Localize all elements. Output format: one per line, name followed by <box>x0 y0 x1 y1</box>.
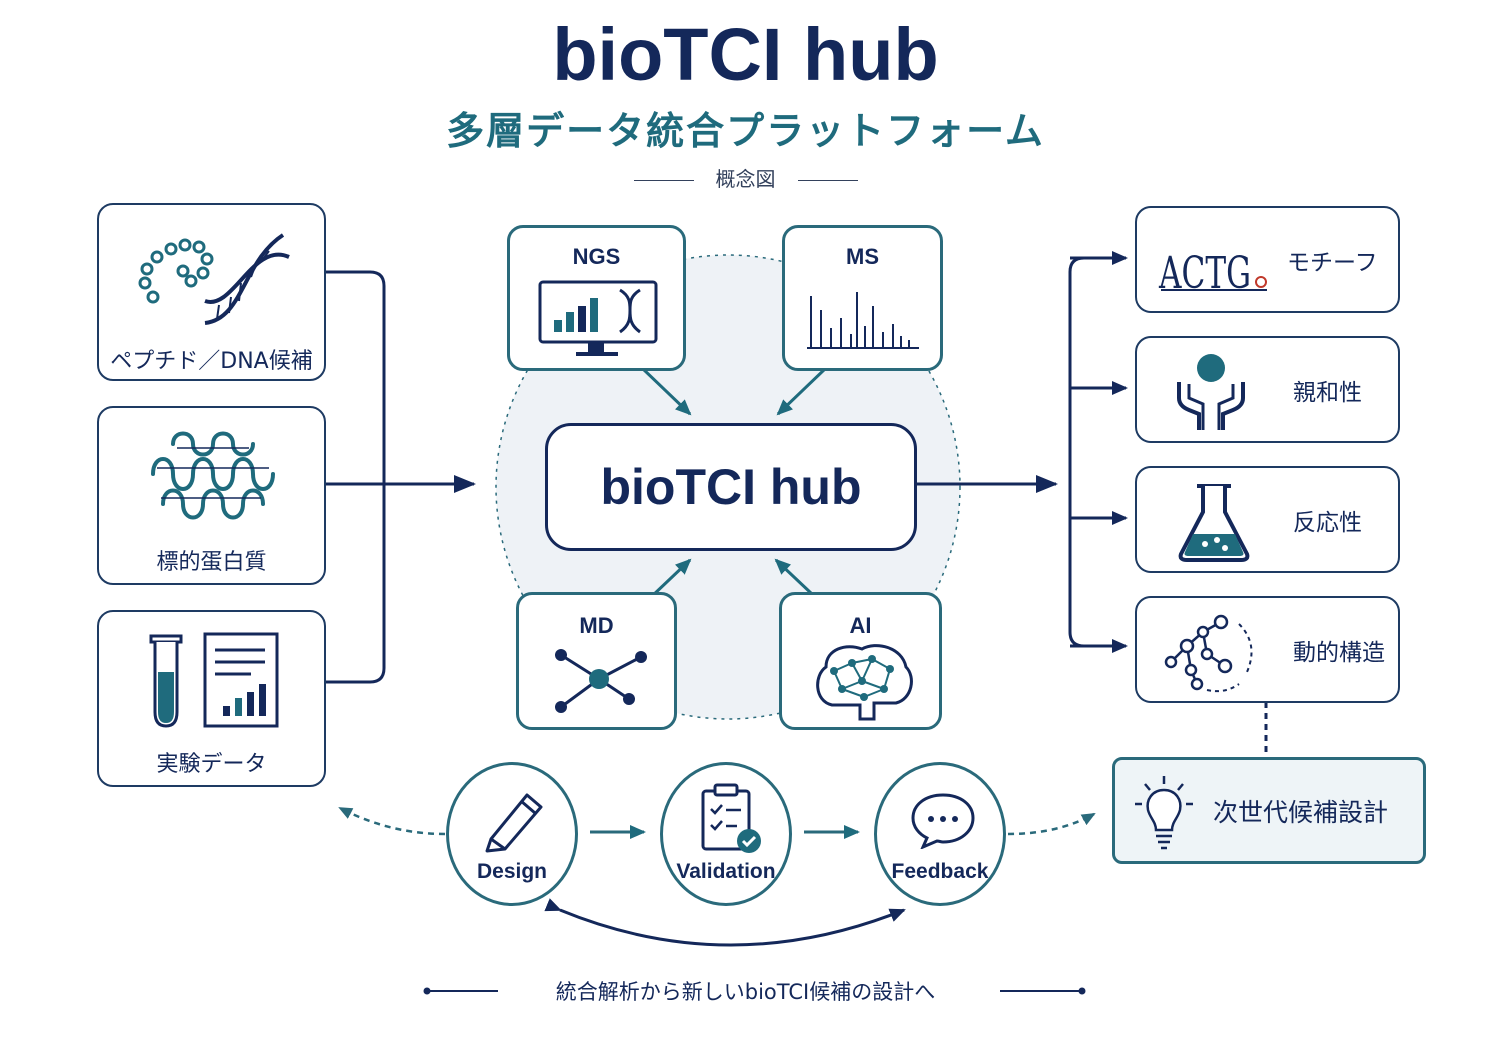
design-to-inputs-dashed-arrow <box>338 806 446 836</box>
tech-label-ngs: NGS <box>572 244 621 269</box>
footer-caption: 統合解析から新しいbioTCI候補の設計へ <box>555 980 936 1004</box>
test-tube-report-icon <box>149 632 279 728</box>
speech-bubble-icon <box>911 793 975 849</box>
output-card-affinity: 親和性 <box>1135 336 1400 443</box>
input-label-target-protein: 標的蛋白質 <box>156 550 267 575</box>
tech-card-ai: AI <box>779 592 942 730</box>
page-subtitle: 多層データ統合プラットフォーム <box>446 109 1045 153</box>
output-card-dynamic-structure: 動的構造 <box>1135 596 1400 703</box>
tech-label-ai: AI <box>849 613 872 638</box>
feedback-to-next-dashed-arrow <box>1007 812 1096 836</box>
cycle-label-validation: Validation <box>676 860 776 883</box>
page-title: bioTCI hub <box>552 13 939 96</box>
next-gen-design-card: 次世代候補設計 <box>1112 757 1426 864</box>
lightbulb-icon <box>1135 776 1193 850</box>
brain-network-icon <box>816 644 913 721</box>
flask-icon <box>1178 484 1250 562</box>
cycle-step-design: Design <box>446 762 578 906</box>
clipboard-check-icon <box>701 783 761 853</box>
output-card-reactivity: 反応性 <box>1135 466 1400 573</box>
tech-card-ngs: NGS <box>507 225 686 371</box>
input-card-experimental-data: 実験データ <box>97 610 326 787</box>
mass-spectrum-icon <box>807 292 919 349</box>
tech-card-ms: MS <box>782 225 943 371</box>
input-collector-line <box>326 270 386 684</box>
cycle-step-validation: Validation <box>660 762 792 906</box>
monitor-sequencing-icon <box>538 280 658 356</box>
cycle-label-design: Design <box>476 860 547 883</box>
peptide-dna-icon <box>138 233 290 325</box>
antibody-binding-icon <box>1177 354 1245 430</box>
output-label-dynamic-structure: 動的構造 <box>1293 639 1385 666</box>
feedback-loop-arrow <box>544 898 906 947</box>
hub-box: bioTCI hub <box>545 423 917 551</box>
caption-text: 概念図 <box>715 167 776 191</box>
cycle-step-feedback: Feedback <box>874 762 1006 906</box>
sequence-logo-icon: ACTG <box>1158 248 1267 292</box>
protein-icon <box>151 431 275 520</box>
input-card-peptide-dna: ペプチド／DNA候補 <box>97 203 326 381</box>
input-label-experimental-data: 実験データ <box>156 752 267 777</box>
input-card-target-protein: 標的蛋白質 <box>97 406 326 585</box>
pencil-icon <box>485 793 543 853</box>
molecular-dynamics-icon <box>555 649 647 713</box>
sequence-logo-text: ACTG <box>1158 248 1251 292</box>
output-distributor-line <box>1068 256 1124 648</box>
tech-card-md: MD <box>516 592 677 730</box>
output-label-affinity: 親和性 <box>1293 379 1362 406</box>
tech-label-md: MD <box>579 613 614 638</box>
output-label-motif: モチーフ <box>1287 249 1378 276</box>
tech-label-ms: MS <box>846 244 879 269</box>
caption-row: 概念図 <box>0 163 1491 192</box>
next-gen-design-label: 次世代候補設計 <box>1213 797 1389 827</box>
cycle-label-feedback: Feedback <box>891 860 989 883</box>
input-label-peptide-dna: ペプチド／DNA候補 <box>110 349 313 374</box>
output-label-reactivity: 反応性 <box>1293 509 1362 536</box>
molecule-dynamics-icon <box>1164 614 1253 693</box>
output-card-motif: ACTG モチーフ <box>1135 206 1400 313</box>
